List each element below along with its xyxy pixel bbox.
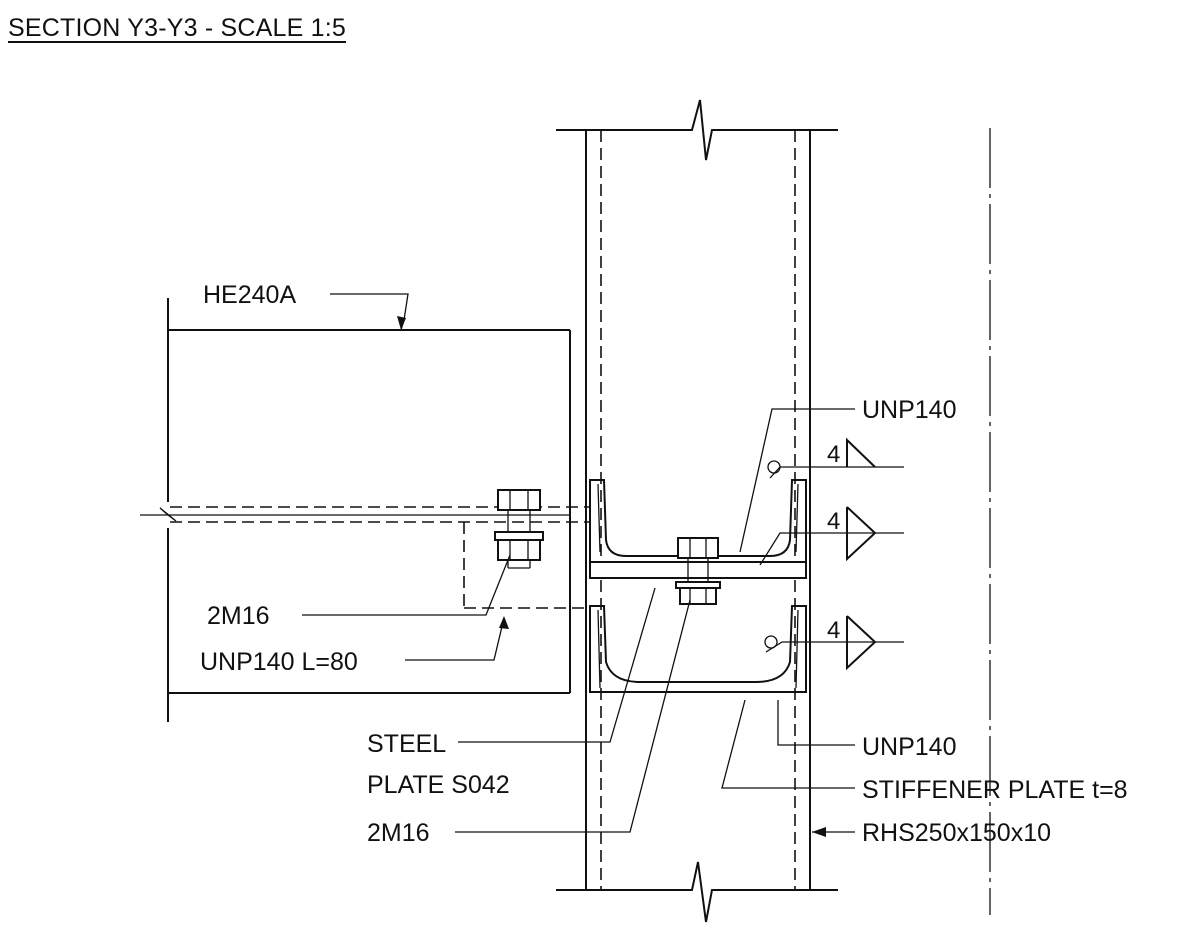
label-unp140-top: UNP140 [862, 396, 957, 424]
label-plate-s042: PLATE S042 [367, 771, 510, 799]
rhs-column [556, 99, 838, 923]
label-rhs: RHS250x150x10 [862, 819, 1051, 847]
leader-lines [302, 293, 855, 837]
label-unp140-l80: UNP140 L=80 [200, 648, 358, 676]
steel-plate [589, 561, 807, 579]
label-2m16-center: 2M16 [367, 819, 430, 847]
drawing-title: SECTION Y3-Y3 - SCALE 1:5 [8, 14, 346, 42]
unp140-upper-channel [589, 479, 807, 563]
weld-size-bottom: 4 [827, 617, 840, 644]
weld-symbol-bottom [764, 615, 904, 671]
center-bolt-assembly [675, 537, 721, 605]
label-he240a: HE240A [203, 281, 296, 309]
label-unp140-bottom: UNP140 [862, 733, 957, 761]
label-steel: STEEL [367, 730, 446, 758]
left-bolt-assembly [494, 489, 544, 569]
weld-symbol-top [767, 437, 904, 479]
unp140-lower-channel [589, 605, 807, 693]
weld-size-top: 4 [827, 441, 840, 468]
weld-symbol-middle [759, 506, 904, 566]
label-2m16-left: 2M16 [207, 602, 270, 630]
weld-size-middle: 4 [827, 508, 840, 535]
label-stiffener-plate: STIFFENER PLATE t=8 [862, 776, 1128, 804]
